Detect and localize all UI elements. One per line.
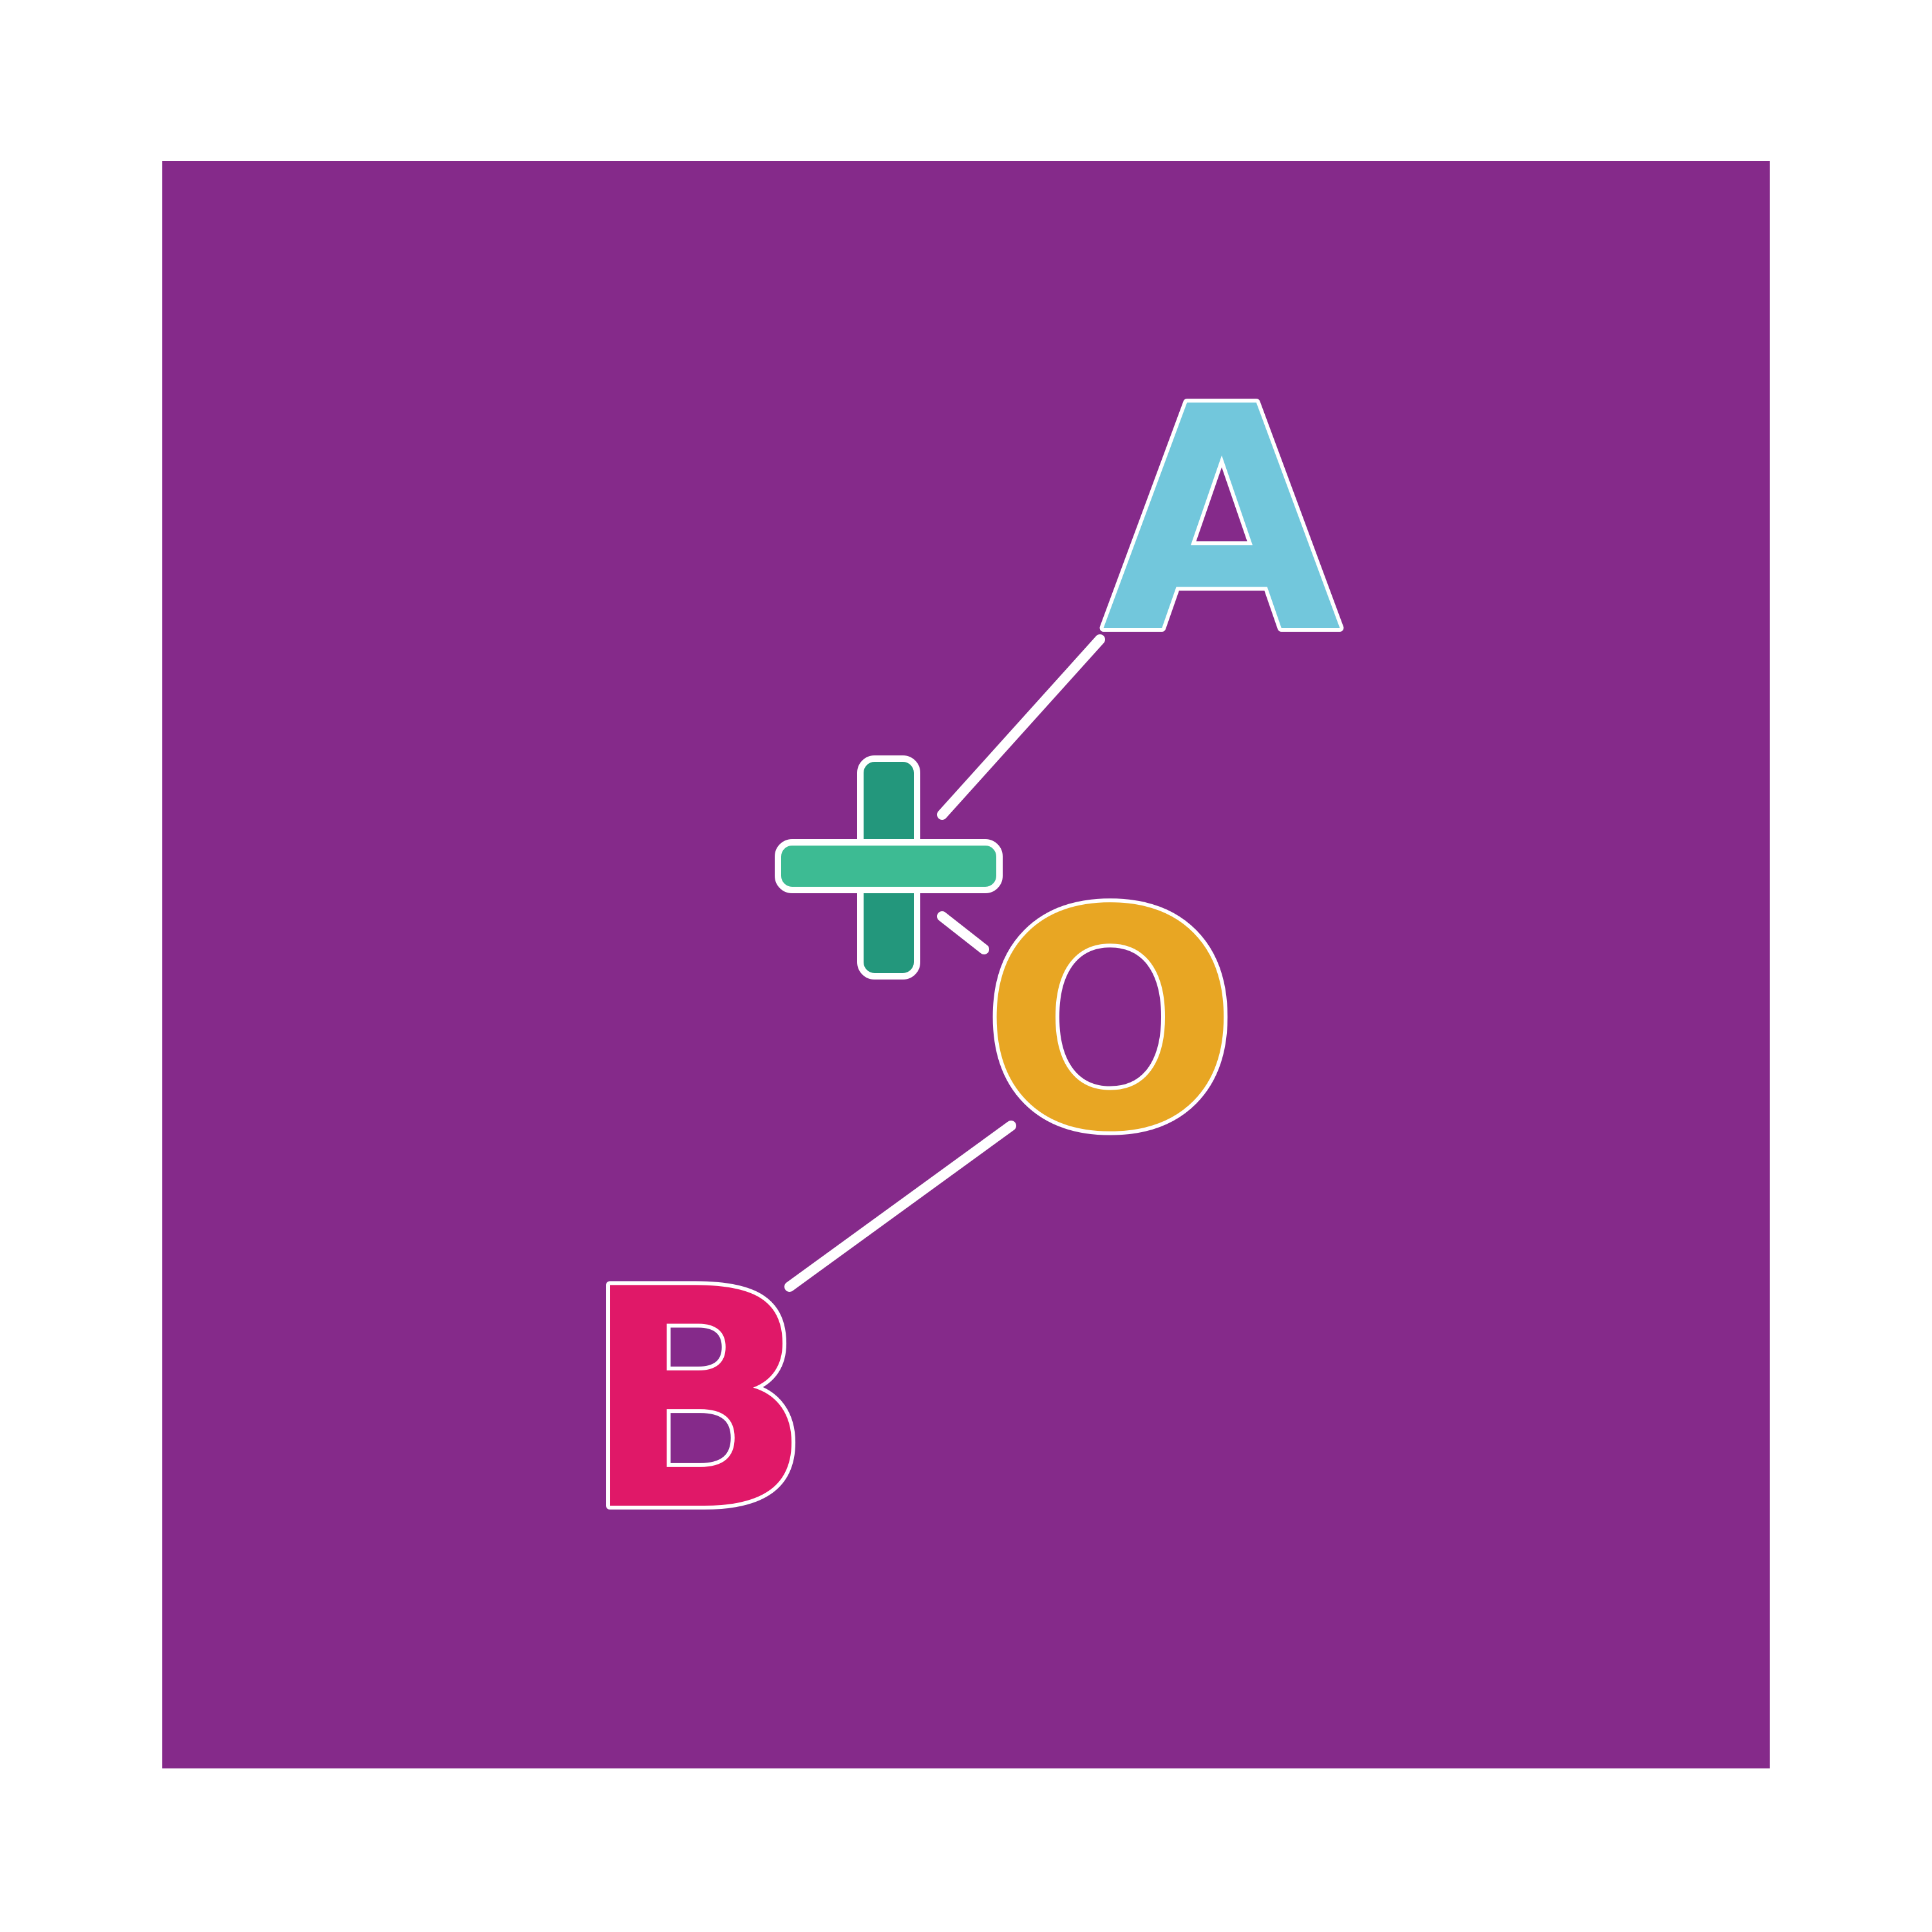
purple-panel bbox=[162, 161, 1770, 1768]
letter-o: O bbox=[981, 846, 1239, 1198]
letter-a: A bbox=[1102, 341, 1343, 701]
plus-icon bbox=[775, 755, 1003, 980]
connector-plus-to-a bbox=[937, 634, 1105, 820]
plus-horizontal-bar bbox=[775, 839, 1003, 893]
connector-lines bbox=[784, 634, 1105, 1292]
connector-plus-to-o bbox=[937, 911, 989, 954]
connector-o-to-b bbox=[784, 1121, 1016, 1292]
letter-b: B bbox=[582, 1225, 813, 1577]
